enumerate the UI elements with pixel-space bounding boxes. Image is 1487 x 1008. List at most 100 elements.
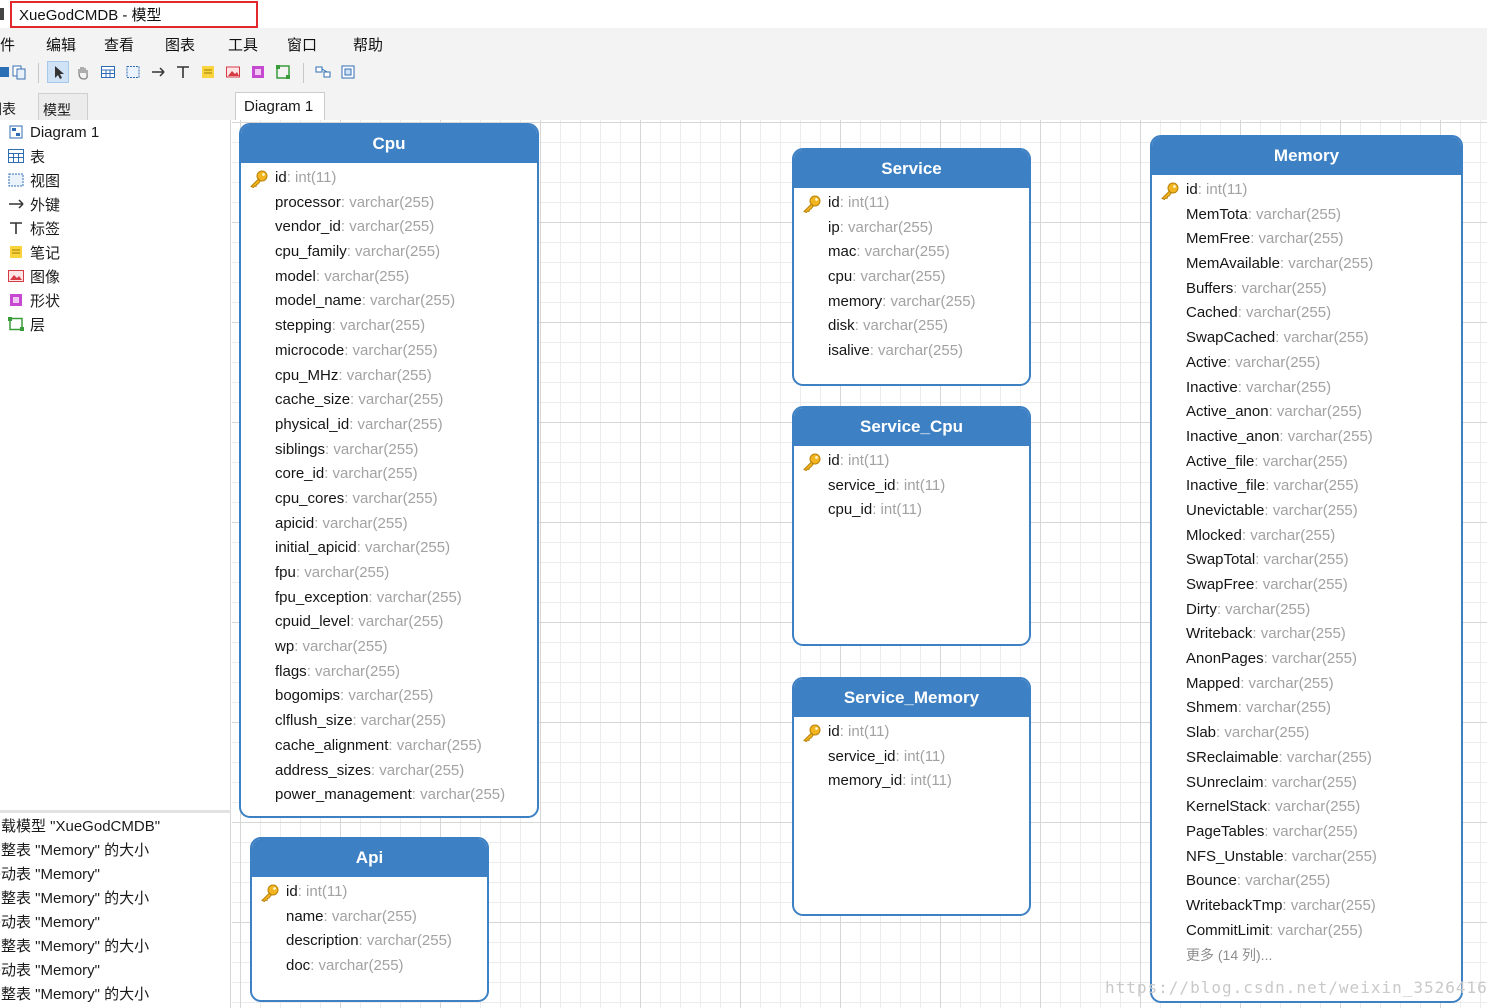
field-row[interactable]: cpu_family: varchar(255): [241, 240, 537, 265]
field-row[interactable]: Active_anon: varchar(255): [1152, 400, 1461, 425]
field-row[interactable]: SUnreclaim: varchar(255): [1152, 771, 1461, 796]
menu-tools[interactable]: 工具: [228, 37, 259, 54]
field-row[interactable]: name: varchar(255): [252, 905, 487, 930]
menu-diagram[interactable]: 图表: [165, 37, 196, 54]
field-row[interactable]: WritebackTmp: varchar(255): [1152, 894, 1461, 919]
pointer-icon[interactable]: [47, 61, 69, 83]
field-row[interactable]: cache_alignment: varchar(255): [241, 734, 537, 759]
field-row[interactable]: disk: varchar(255): [794, 314, 1029, 339]
field-row[interactable]: Active_file: varchar(255): [1152, 450, 1461, 475]
field-row[interactable]: memory: varchar(255): [794, 290, 1029, 315]
tree-item-diagram[interactable]: Diagram 1: [8, 121, 99, 143]
table-db-icon[interactable]: [0, 61, 14, 83]
menu-help[interactable]: 帮助: [353, 37, 384, 54]
tree-item-shapes[interactable]: 形状: [8, 289, 60, 311]
field-row[interactable]: flags: varchar(255): [241, 660, 537, 685]
field-row[interactable]: Mlocked: varchar(255): [1152, 524, 1461, 549]
menu-file[interactable]: 件: [0, 37, 16, 54]
field-row[interactable]: Unevictable: varchar(255): [1152, 499, 1461, 524]
primary-key-field[interactable]: id: int(11): [794, 449, 1029, 474]
menu-window[interactable]: 窗口: [287, 37, 318, 54]
tree-item-foreign-keys[interactable]: 外键: [8, 193, 60, 215]
field-row[interactable]: description: varchar(255): [252, 929, 487, 954]
field-row[interactable]: address_sizes: varchar(255): [241, 759, 537, 784]
field-row[interactable]: NFS_Unstable: varchar(255): [1152, 845, 1461, 870]
field-row[interactable]: PageTables: varchar(255): [1152, 820, 1461, 845]
copy-icon[interactable]: [8, 61, 30, 83]
field-row[interactable]: Inactive: varchar(255): [1152, 376, 1461, 401]
field-row[interactable]: SwapTotal: varchar(255): [1152, 548, 1461, 573]
field-row[interactable]: stepping: varchar(255): [241, 314, 537, 339]
field-row[interactable]: Inactive_anon: varchar(255): [1152, 425, 1461, 450]
field-row[interactable]: vendor_id: varchar(255): [241, 215, 537, 240]
field-row[interactable]: Shmem: varchar(255): [1152, 696, 1461, 721]
log-line[interactable]: 移动表 "Memory": [0, 962, 100, 979]
field-row[interactable]: cpu_cores: varchar(255): [241, 487, 537, 512]
field-row[interactable]: cpu: varchar(255): [794, 265, 1029, 290]
primary-key-field[interactable]: id: int(11): [1152, 178, 1461, 203]
field-row[interactable]: Cached: varchar(255): [1152, 301, 1461, 326]
hand-icon[interactable]: [72, 61, 94, 83]
field-row[interactable]: SwapFree: varchar(255): [1152, 573, 1461, 598]
tree-item-notes[interactable]: 笔记: [8, 241, 60, 263]
field-row[interactable]: Inactive_file: varchar(255): [1152, 474, 1461, 499]
field-row[interactable]: MemAvailable: varchar(255): [1152, 252, 1461, 277]
field-row[interactable]: ip: varchar(255): [794, 216, 1029, 241]
field-row[interactable]: doc: varchar(255): [252, 954, 487, 979]
primary-key-field[interactable]: id: int(11): [241, 166, 537, 191]
field-row[interactable]: bogomips: varchar(255): [241, 684, 537, 709]
field-row[interactable]: model_name: varchar(255): [241, 289, 537, 314]
field-row[interactable]: Buffers: varchar(255): [1152, 277, 1461, 302]
field-row[interactable]: physical_id: varchar(255): [241, 413, 537, 438]
menu-edit[interactable]: 编辑: [46, 37, 77, 54]
field-row[interactable]: fpu_exception: varchar(255): [241, 586, 537, 611]
layer-icon[interactable]: [272, 61, 294, 83]
field-row[interactable]: AnonPages: varchar(255): [1152, 647, 1461, 672]
field-row[interactable]: Bounce: varchar(255): [1152, 869, 1461, 894]
field-row[interactable]: CommitLimit: varchar(255): [1152, 919, 1461, 944]
log-line[interactable]: 调整表 "Memory" 的大小: [0, 842, 150, 859]
menu-view[interactable]: 查看: [104, 37, 135, 54]
field-row[interactable]: Slab: varchar(255): [1152, 721, 1461, 746]
field-row[interactable]: cpu_id: int(11): [794, 498, 1029, 523]
more-columns-link[interactable]: 更多 (14 列)...: [1186, 947, 1273, 964]
log-line[interactable]: 调整表 "Memory" 的大小: [0, 890, 150, 907]
field-row[interactable]: service_id: int(11): [794, 474, 1029, 499]
tree-item-layers[interactable]: 层: [8, 313, 45, 335]
tab-diagram-1[interactable]: Diagram 1: [235, 92, 325, 120]
field-row[interactable]: isalive: varchar(255): [794, 339, 1029, 364]
field-row[interactable]: core_id: varchar(255): [241, 462, 537, 487]
tree-item-images[interactable]: 图像: [8, 265, 60, 287]
field-row[interactable]: clflush_size: varchar(255): [241, 709, 537, 734]
field-row[interactable]: MemFree: varchar(255): [1152, 227, 1461, 252]
field-row[interactable]: SReclaimable: varchar(255): [1152, 746, 1461, 771]
tab-diagram[interactable]: 图表: [0, 93, 36, 120]
field-row[interactable]: SwapCached: varchar(255): [1152, 326, 1461, 351]
field-row[interactable]: siblings: varchar(255): [241, 438, 537, 463]
log-line[interactable]: 调整表 "Memory" 的大小: [0, 938, 150, 955]
log-line[interactable]: 加载模型 "XueGodCMDB": [0, 818, 161, 835]
table-icon[interactable]: [97, 61, 119, 83]
tree-item-labels[interactable]: 标签: [8, 217, 60, 239]
view-icon[interactable]: [122, 61, 144, 83]
field-row[interactable]: service_id: int(11): [794, 745, 1029, 770]
primary-key-field[interactable]: id: int(11): [252, 880, 487, 905]
tab-model[interactable]: 模型: [38, 93, 88, 120]
field-row[interactable]: apicid: varchar(255): [241, 512, 537, 537]
field-row[interactable]: microcode: varchar(255): [241, 339, 537, 364]
field-row[interactable]: Writeback: varchar(255): [1152, 622, 1461, 647]
note-icon[interactable]: [197, 61, 219, 83]
auto-layout-icon[interactable]: [312, 61, 334, 83]
field-row[interactable]: processor: varchar(255): [241, 191, 537, 216]
log-line[interactable]: 调整表 "Memory" 的大小: [0, 986, 150, 1003]
fit-icon[interactable]: [337, 61, 359, 83]
field-row[interactable]: Dirty: varchar(255): [1152, 598, 1461, 623]
field-row[interactable]: Active: varchar(255): [1152, 351, 1461, 376]
field-row[interactable]: cache_size: varchar(255): [241, 388, 537, 413]
field-row[interactable]: MemTota: varchar(255): [1152, 203, 1461, 228]
